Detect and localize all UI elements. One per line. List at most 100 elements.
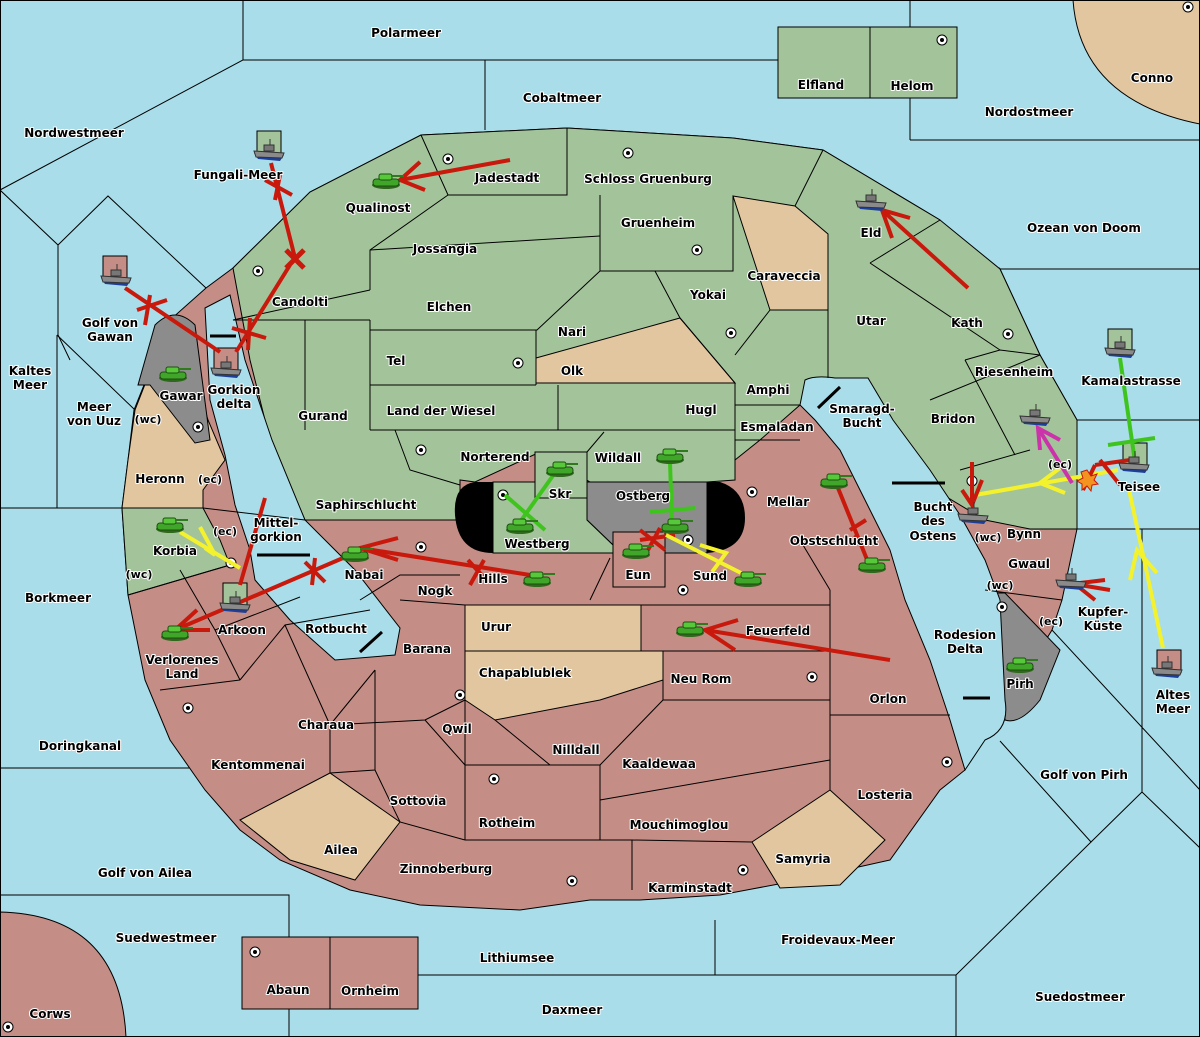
- sea-bucht-des-ostens[interactable]: [799, 376, 1007, 772]
- move-order-arrow: [269, 162, 297, 259]
- label-obstschlucht: Obstschlucht: [790, 534, 879, 548]
- label-ornheim: Ornheim: [341, 984, 399, 998]
- supply-center-icon: [415, 541, 427, 553]
- label-ozean-von-doom: Ozean von Doom: [1027, 221, 1141, 235]
- label-bucht-des-ostens-2: des: [921, 514, 945, 528]
- label-corws: Corws: [29, 1007, 70, 1021]
- label-conno: Conno: [1131, 71, 1173, 85]
- label-barana: Barana: [403, 642, 451, 656]
- province-samyria[interactable]: [751, 789, 886, 889]
- supply-center-icon: [677, 584, 689, 596]
- arrowhead: [396, 160, 426, 192]
- label-fungali-meer: Fungali-Meer: [194, 168, 283, 182]
- label-elfland: Elfland: [798, 78, 844, 92]
- cut-mark: [466, 558, 490, 586]
- label-losteria: Losteria: [857, 788, 912, 802]
- label-rotheim: Rotheim: [479, 816, 536, 830]
- label-feuerfeld: Feuerfeld: [746, 624, 811, 638]
- coast-labels: (wc) (ec) (ec) (wc) (ec) (wc) (wc) (ec): [125, 412, 1073, 629]
- supply-center-icon: [737, 864, 749, 876]
- arrowhead: [1128, 545, 1159, 581]
- label-teisee: Teisee: [1118, 480, 1160, 494]
- sea-mittelgorkion[interactable]: [204, 294, 401, 661]
- label-candolti: Candolti: [272, 295, 328, 309]
- label-cobaltmeer: Cobaltmeer: [523, 91, 601, 105]
- label-nogk: Nogk: [418, 584, 454, 598]
- move-order-arrow: [836, 487, 870, 563]
- label-amphi: Amphi: [746, 383, 789, 397]
- label-korbia: Korbia: [153, 544, 197, 558]
- label-kupfer-kueste-2: Küste: [1084, 619, 1123, 633]
- label-gawar: Gawar: [159, 389, 202, 403]
- support-line: [974, 468, 1119, 497]
- coast-label: (wc): [126, 568, 153, 581]
- label-jossangia: Jossangia: [412, 242, 477, 256]
- label-hugl: Hugl: [685, 403, 716, 417]
- label-golf-von-ailea: Golf von Ailea: [98, 866, 192, 880]
- move-order-arrow: [234, 263, 292, 354]
- label-ailea: Ailea: [324, 843, 358, 857]
- label-samyria: Samyria: [775, 852, 830, 866]
- label-olk: Olk: [561, 364, 584, 378]
- label-chapablublek: Chapablublek: [479, 666, 572, 680]
- label-smaragd-bucht: Smaragd-: [829, 402, 894, 416]
- move-order-arrow: [399, 158, 511, 182]
- cut-mark: [303, 557, 327, 586]
- label-daxmeer: Daxmeer: [542, 1003, 603, 1017]
- label-pirh: Pirh: [1006, 677, 1033, 691]
- label-smaragd-bucht-2: Bucht: [842, 416, 881, 430]
- label-land-der-wiesel: Land der Wiesel: [387, 404, 496, 418]
- label-norterend: Norterend: [460, 450, 529, 464]
- coast-label: (wc): [135, 413, 162, 426]
- adjacency-arrow: [358, 630, 384, 654]
- supply-center-icon: [454, 689, 466, 701]
- province-ailea[interactable]: [239, 772, 401, 881]
- province-corws[interactable]: [0, 911, 127, 1037]
- coast-label: (ec): [213, 525, 237, 538]
- supply-center-icon: [2, 1021, 14, 1033]
- province-elfland[interactable]: [777, 26, 871, 99]
- supply-center-icon: [1182, 1, 1194, 13]
- supply-center-icon: [746, 486, 758, 498]
- label-jadestadt: Jadestadt: [474, 171, 540, 185]
- province-ornheim[interactable]: [329, 936, 419, 1010]
- land-labels: Elfland Helom Conno Jadestadt Schloss Gr…: [28, 70, 1174, 1022]
- label-elchen: Elchen: [427, 300, 472, 314]
- supply-center-icon: [192, 421, 204, 433]
- label-altes-meer-2: Meer: [1156, 702, 1190, 716]
- support-line: [1126, 484, 1165, 649]
- arrowhead: [1035, 424, 1061, 451]
- battle-icon: [1075, 469, 1100, 493]
- sea-labels: Polarmeer Cobaltmeer Nordwestmeer Nordos…: [8, 25, 1191, 1018]
- label-nilldall: Nilldall: [552, 743, 599, 757]
- label-nabai: Nabai: [345, 568, 384, 582]
- label-gorkion-delta-2: delta: [217, 397, 252, 411]
- label-saphirschlucht: Saphirschlucht: [316, 498, 417, 512]
- impassable-west: [454, 482, 493, 553]
- cut-mark: [136, 294, 168, 326]
- impassable-east: [707, 482, 745, 553]
- label-nordwestmeer: Nordwestmeer: [24, 126, 124, 140]
- label-kaaldewaa: Kaaldewaa: [622, 757, 696, 771]
- label-riesenheim: Riesenheim: [975, 365, 1054, 379]
- province-conno[interactable]: [1072, 0, 1200, 125]
- label-mellar: Mellar: [767, 495, 809, 509]
- label-sottovia: Sottovia: [390, 794, 447, 808]
- label-lithiumsee: Lithiumsee: [480, 951, 555, 965]
- province-pirh[interactable]: [989, 592, 1061, 722]
- label-meer-von-uuz: Meer: [77, 400, 111, 414]
- cut-mark: [231, 317, 267, 351]
- supply-center-icon: [941, 756, 953, 768]
- support-line: [668, 461, 674, 523]
- label-yokai: Yokai: [689, 288, 726, 302]
- cut-mark: [264, 174, 293, 201]
- coast-label: (ec): [198, 473, 222, 486]
- move-order-arrow: [704, 628, 891, 662]
- label-westberg: Westberg: [504, 537, 569, 551]
- province-borders-north: [232, 128, 1001, 499]
- label-meer-von-uuz-2: von Uuz: [67, 414, 121, 428]
- label-qualinost: Qualinost: [346, 201, 411, 215]
- label-schloss-gruenburg: Schloss Gruenburg: [584, 172, 712, 186]
- label-orlon: Orlon: [869, 692, 906, 706]
